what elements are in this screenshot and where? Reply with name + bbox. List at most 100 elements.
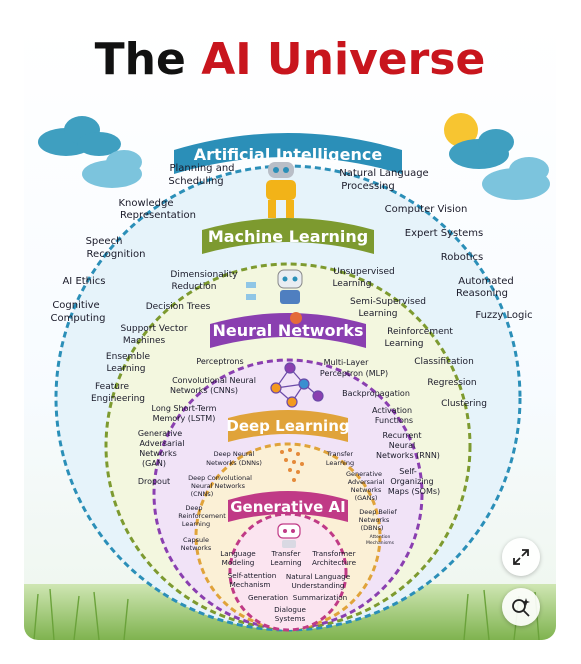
gen-item: Summarization (293, 593, 347, 602)
dl-item: (CNNs) (191, 490, 214, 498)
cloud-icon (82, 150, 142, 188)
gen-item: Architecture (312, 558, 357, 567)
nn-item: Adversarial (139, 439, 184, 448)
title-part-2: AI Universe (201, 34, 486, 85)
ml-item: Clustering (441, 399, 487, 409)
ai-item: Knowledge (119, 198, 174, 209)
nn-item: Networks (139, 449, 177, 458)
gen-item: Systems (275, 614, 306, 623)
ml-item: Learning (332, 279, 371, 289)
ai-item: Recognition (87, 249, 146, 260)
ml-item: Reduction (172, 282, 217, 292)
dl-item: Reinforcement (178, 512, 226, 520)
nn-item: Perceptrons (196, 357, 243, 366)
gen-item: Transformer (311, 549, 355, 558)
visual-search-button[interactable] (502, 588, 540, 626)
grass-blades (33, 588, 540, 640)
ai-item: Scheduling (168, 176, 223, 187)
dl-item: Deep Convolutional (188, 474, 252, 482)
expand-button[interactable] (502, 538, 540, 576)
ai-item: Fuzzy Logic (475, 310, 532, 321)
gen-item: Dialogue (274, 605, 306, 614)
dl-item: Deep Belief (359, 508, 397, 516)
dl-item: Networks (359, 516, 390, 524)
dl-item: Capsule (183, 536, 209, 544)
nn-item: Organizing (390, 477, 433, 486)
ai-item: Planning and (169, 163, 234, 174)
ml-item: Decision Trees (146, 302, 211, 312)
nn-item: Generative (138, 429, 182, 438)
nn-item: Networks (CNNs) (170, 386, 238, 395)
dl-item: Adversarial (348, 478, 385, 486)
dl-item: Networks (DNNs) (206, 459, 262, 467)
ml-item: Unsupervised (333, 267, 394, 277)
ai-item: Processing (341, 181, 394, 192)
ai-item: Representation (120, 210, 196, 221)
gen-item: Learning (270, 558, 301, 567)
nn-item: (GAN) (142, 459, 166, 468)
ml-item: Classification (414, 357, 474, 367)
gen-item: Modeling (222, 558, 255, 567)
dl-item: Deep Neural (214, 450, 255, 458)
cloud-icon (482, 157, 550, 200)
nn-item: Dropout (138, 477, 170, 486)
robot-icon (266, 162, 296, 218)
dl-item: (GANs) (355, 494, 378, 502)
dl-banner: Deep Learning (226, 410, 350, 442)
ai-item: AI Ethics (62, 276, 105, 287)
nn-item: Recurrent (383, 431, 422, 440)
ai-item: Automated (458, 276, 514, 287)
nn-item: Backpropagation (342, 389, 410, 398)
small-robot-icon (277, 523, 301, 548)
ml-item: Regression (427, 378, 476, 388)
nn-item: Multi-Layer (324, 358, 369, 367)
ai-title: Artificial Intelligence (194, 145, 383, 164)
nn-item: Perceptron (MLP) (320, 369, 388, 378)
nn-item: Activation (372, 406, 412, 415)
nn-banner: Neural Networks (210, 313, 366, 348)
ml-item: Machines (123, 336, 166, 346)
nn-item: Self- (399, 467, 417, 476)
gen-item: Generation (248, 593, 288, 602)
ml-item: Feature (95, 382, 129, 392)
ml-item: Support Vector (120, 324, 187, 334)
dl-item: Learning (326, 459, 354, 467)
gen-item: Language (220, 549, 256, 558)
dl-item: Mechanisms (366, 540, 395, 546)
dl-item: Attention (370, 534, 391, 540)
dl-item: Deep (185, 504, 202, 512)
nn-item: Functions (375, 416, 413, 425)
ml-item: Learning (384, 339, 423, 349)
ml-item: Learning (358, 309, 397, 319)
dot-pattern-icon (280, 448, 304, 482)
ai-item: Computer Vision (385, 204, 468, 215)
dl-item: Networks (351, 486, 382, 494)
ml-item: Engineering (91, 394, 145, 404)
network-nodes-icon (270, 362, 324, 408)
nn-item: Memory (LSTM) (153, 414, 216, 423)
nn-title: Neural Networks (212, 321, 363, 340)
nn-item: Maps (SOMs) (388, 487, 440, 496)
dl-item: Networks (181, 544, 212, 552)
ml-title: Machine Learning (208, 227, 368, 246)
ml-item: Reinforcement (387, 327, 453, 337)
sun-icon (444, 113, 478, 147)
ai-item: Natural Language (339, 168, 428, 179)
gen-item: Understanding (292, 581, 345, 590)
ai-item: Robotics (441, 252, 484, 263)
gen-item: Self-attention (228, 571, 277, 580)
ai-item: Speech (86, 236, 123, 247)
nn-item: Networks (RNN) (376, 451, 440, 460)
infographic-frame: Artificial Intelligence Machine Learning… (24, 24, 556, 640)
gen-item: Natural Language (286, 572, 351, 581)
cloud-icon (38, 116, 121, 156)
title-part-1: The (94, 34, 186, 85)
cloud-icon (449, 129, 514, 169)
ai-item: Expert Systems (405, 228, 483, 239)
nn-item: Neural (389, 441, 415, 450)
gen-item: Mechanism (230, 580, 271, 589)
ml-item: Dimensionality (170, 270, 238, 280)
gen-title: Generative AI (230, 498, 346, 516)
ml-banner: Machine Learning (202, 218, 374, 254)
ml-item: Semi-Supervised (350, 297, 426, 307)
